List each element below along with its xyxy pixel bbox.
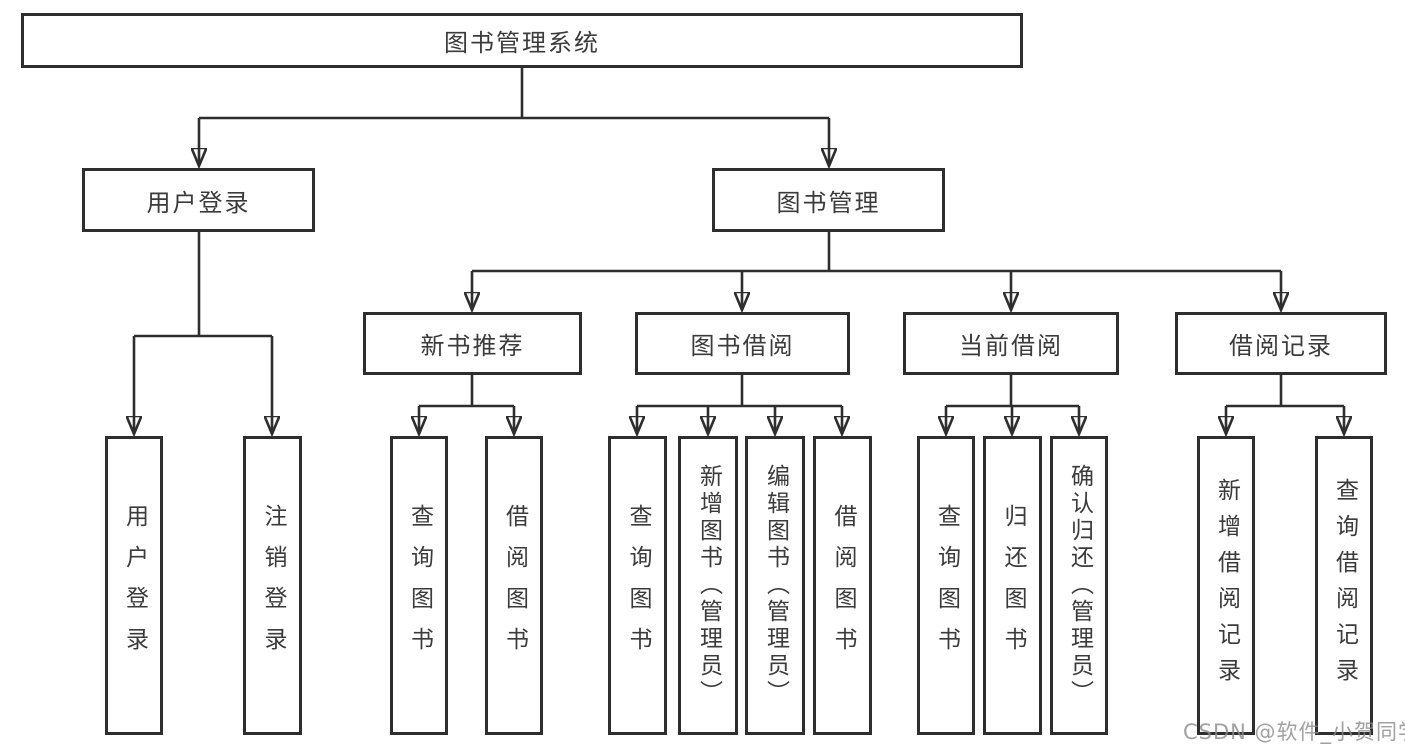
- leaf-label: 确认归还（管理员）: [1066, 464, 1093, 707]
- leaf-return-books: 归还图书: [983, 436, 1042, 735]
- leaf-label: 编辑图书（管理员）: [762, 464, 789, 707]
- leaf-logout: 注销登录: [243, 436, 302, 735]
- leaf-label: 查询图书: [406, 503, 433, 668]
- node-user-login: 用户登录: [82, 168, 315, 232]
- leaf-confirm-return-admin: 确认归还（管理员）: [1050, 436, 1108, 735]
- csdn-watermark: CSDN @软件_小贺同学: [1183, 720, 1405, 744]
- node-book-borrowing: 图书借阅: [635, 312, 850, 375]
- leaf-query-books-recommend: 查询图书: [390, 436, 448, 735]
- node-borrowing-records: 借阅记录: [1175, 312, 1387, 375]
- node-label: 图书借阅: [690, 332, 795, 360]
- node-label: 新书推荐: [420, 332, 525, 360]
- leaf-add-borrow-record: 新增借阅记录: [1197, 436, 1255, 735]
- node-current-borrowing: 当前借阅: [903, 312, 1119, 375]
- trunk-borrow-record: [1226, 375, 1344, 408]
- node-label: 借阅记录: [1229, 332, 1333, 360]
- node-new-book-recommendation: 新书推荐: [363, 312, 582, 375]
- leaf-query-borrow-record: 查询借阅记录: [1315, 436, 1373, 735]
- leaf-label: 新增借阅记录: [1213, 477, 1240, 694]
- node-label: 图书管理系统: [444, 29, 600, 57]
- leaf-borrow-books-borrowing: 借阅图书: [813, 436, 872, 735]
- trunk-book-mgmt: [472, 232, 1281, 273]
- leaf-label: 查询借阅记录: [1331, 477, 1358, 694]
- node-label: 当前借阅: [959, 332, 1063, 360]
- trunk-book-borrow: [637, 375, 842, 408]
- trunk-user-login: [134, 232, 272, 338]
- node-library-management-system: 图书管理系统: [21, 13, 1023, 68]
- trunk-new-book: [419, 375, 514, 408]
- leaf-label: 查询图书: [933, 503, 960, 668]
- trunk-root: [199, 68, 829, 120]
- node-book-management: 图书管理: [712, 168, 945, 232]
- leaf-label: 用户登录: [121, 503, 148, 668]
- leaf-query-books-current: 查询图书: [917, 436, 975, 735]
- leaf-add-books-admin: 新增图书（管理员）: [678, 436, 738, 735]
- trunk-current-borrow: [946, 375, 1079, 408]
- node-label: 用户登录: [146, 188, 251, 217]
- node-label: 图书管理: [776, 188, 881, 217]
- leaf-edit-books-admin: 编辑图书（管理员）: [745, 436, 805, 735]
- leaf-label: 新增图书（管理员）: [695, 464, 722, 707]
- leaf-query-books-borrowing: 查询图书: [608, 436, 667, 735]
- leaf-label: 借阅图书: [501, 503, 528, 668]
- leaf-user-login: 用户登录: [105, 436, 163, 735]
- leaf-label: 注销登录: [260, 503, 286, 668]
- leaf-label: 归还图书: [1000, 503, 1026, 668]
- leaf-label: 借阅图书: [830, 503, 856, 668]
- leaf-label: 查询图书: [625, 503, 651, 668]
- leaf-borrow-books-recommend: 借阅图书: [485, 436, 543, 735]
